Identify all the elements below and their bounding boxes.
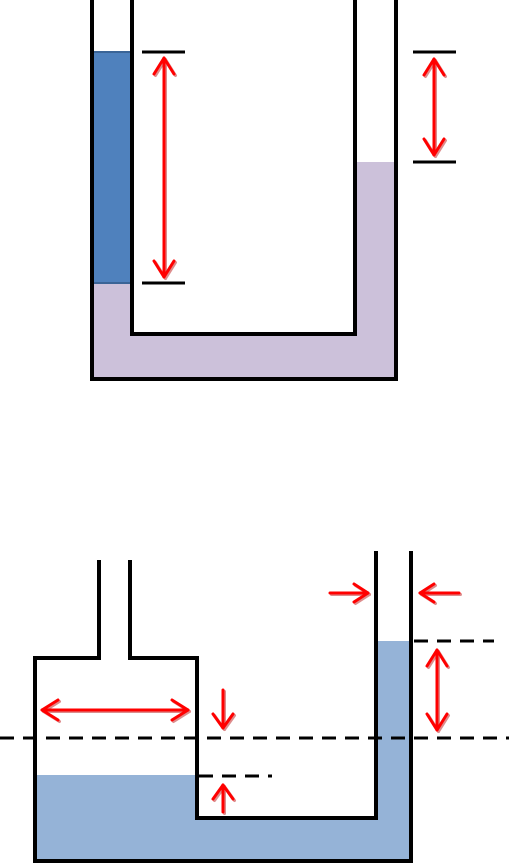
arrow-left xyxy=(420,584,459,602)
left-limb-column xyxy=(94,52,133,283)
double-arrow-vertical xyxy=(424,59,444,155)
tube-width-arrows xyxy=(330,584,459,602)
arrow-down xyxy=(213,690,233,728)
level-difference-dimension xyxy=(413,52,456,162)
double-arrow-vertical xyxy=(154,58,174,277)
bottom-liquid xyxy=(36,641,410,860)
reservoir-width-dimension xyxy=(42,700,188,720)
arrow-right xyxy=(330,584,368,602)
manometer-outer-wall xyxy=(92,0,396,379)
column-height-dimension xyxy=(142,52,185,283)
u-tube-manometer xyxy=(92,0,456,379)
level-rise-dimension xyxy=(427,650,447,730)
arrow-up xyxy=(213,785,233,812)
reservoir-u-tube xyxy=(0,551,509,861)
level-drop-arrows xyxy=(213,690,233,812)
manometer-fluid xyxy=(94,162,395,378)
